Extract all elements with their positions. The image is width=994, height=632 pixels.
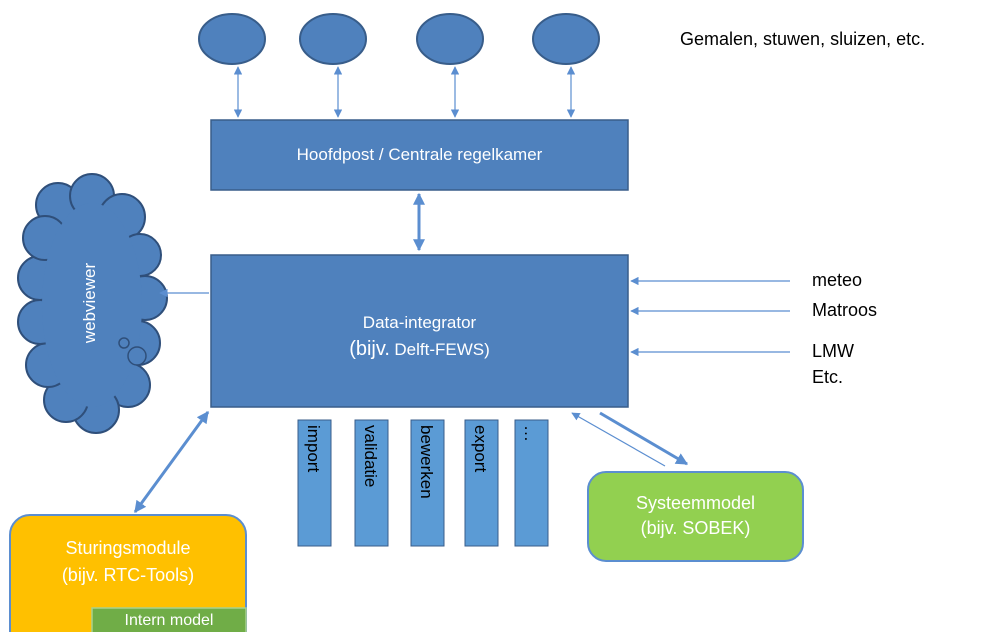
asset-node-4 (532, 13, 600, 65)
module-tab-export (464, 419, 499, 547)
control-module-subtitle: (bijv. RTC-Tools) (61, 565, 195, 585)
asset-node-3 (416, 13, 484, 65)
module-label-validatie: validatie (361, 425, 380, 488)
module-tab-validatie (354, 419, 389, 547)
integrator-sub-name: Delft-FEWS) (394, 340, 490, 359)
webviewer-label: webviewer (80, 262, 99, 344)
integrator-title: Data-integrator (362, 313, 477, 332)
arrow-icon (599, 411, 689, 466)
asset-node-2 (299, 13, 367, 65)
module-label-more: … (521, 425, 540, 442)
module-label-export: export (471, 425, 490, 473)
module-label-bewerken: bewerken (417, 425, 436, 499)
system-model-subtitle: (bijv. SOBEK) (640, 518, 751, 538)
input-label-matroos: Matroos (812, 300, 878, 320)
arrow-icon (133, 411, 210, 513)
system-model-title: Systeemmodel (635, 493, 756, 513)
assets-label: Gemalen, stuwen, sluizen, etc. (680, 29, 926, 49)
input-label-meteo: meteo (812, 270, 863, 290)
system-model-box (587, 471, 804, 562)
arrow-icon (571, 412, 666, 467)
cloud-tail-circle-small (118, 337, 130, 349)
integrator-subtitle: (bijv. Delft-FEWS) (211, 338, 628, 361)
module-tab-more (514, 419, 549, 547)
module-tab-import (297, 419, 332, 547)
module-label-import: import (304, 425, 323, 473)
input-label-lmw: LMW (812, 341, 854, 361)
cloud-tail-circle-large (127, 346, 147, 366)
cloud-fill (42, 203, 142, 407)
asset-node-1 (198, 13, 266, 65)
input-label-etc: Etc. (812, 367, 844, 387)
intern-model-box (91, 607, 247, 632)
control-module-box (9, 514, 247, 632)
module-tab-bewerken (410, 419, 445, 547)
intern-model-label: Intern model (124, 612, 214, 629)
data-integrator-box (210, 254, 629, 408)
control-module-title: Sturingsmodule (65, 538, 191, 558)
integrator-sub-prefix: (bijv. (349, 338, 390, 360)
control-room-box (210, 119, 629, 191)
control-room-label: Hoofdpost / Centrale regelkamer (296, 145, 543, 164)
